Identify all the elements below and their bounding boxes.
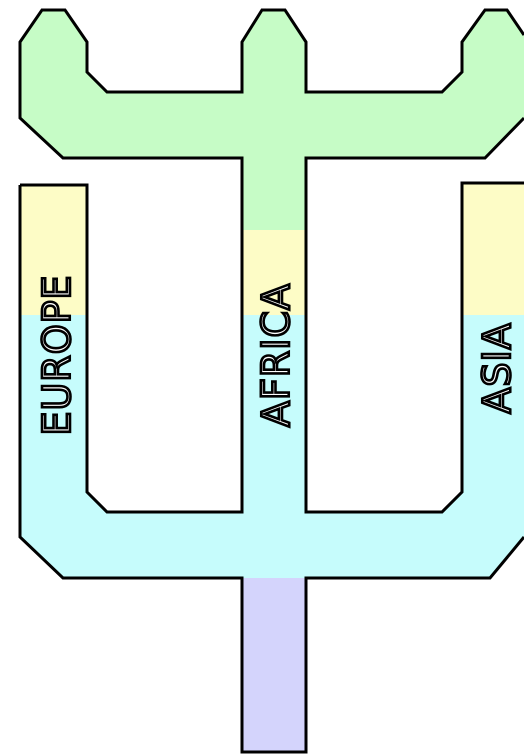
lower-fork-outline-center (304, 181, 524, 514)
center-stem-top (242, 158, 306, 230)
asia-label: ASIA (475, 322, 519, 413)
handle-band (20, 578, 524, 752)
lower-fork-outline (20, 183, 244, 514)
africa-label: AFRICA (254, 283, 298, 427)
lower-fork-fill-group (20, 160, 524, 752)
top-fork-outline-right (304, 116, 524, 230)
top-fork-shape (20, 10, 524, 230)
top-fork-outline (18, 8, 524, 230)
europe-label: EUROPE (35, 274, 79, 435)
lower-fork-outline-bottom (18, 185, 524, 754)
